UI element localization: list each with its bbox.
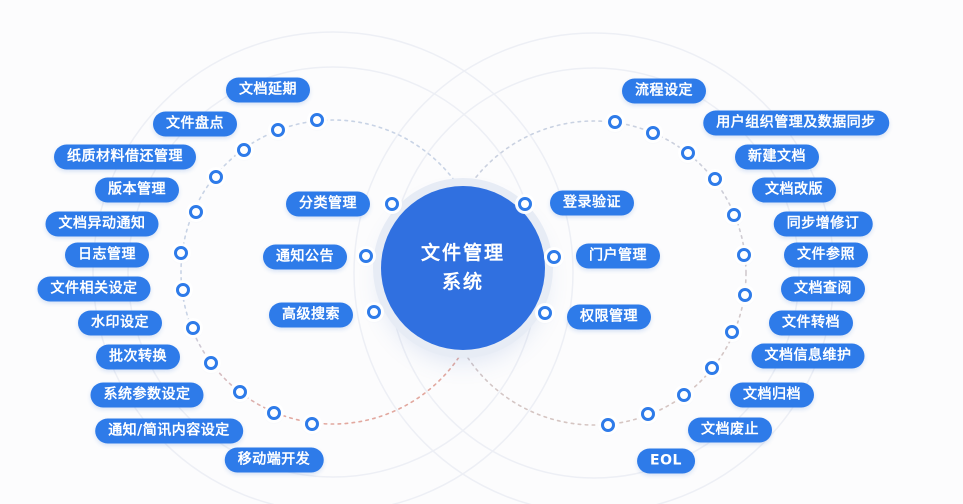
connector-node-left-circle bbox=[209, 170, 223, 184]
center-circle: 文件管理 系统 bbox=[381, 186, 545, 350]
feature-pill-right-outer: 文档改版 bbox=[752, 177, 836, 203]
feature-pill-left-outer: 文档异动通知 bbox=[45, 211, 159, 237]
connector-node-left-circle bbox=[233, 385, 247, 399]
connector-node-right-circle bbox=[705, 361, 719, 375]
feature-pill-center-left: 分类管理 bbox=[286, 191, 370, 217]
feature-pill-right-outer: 流程设定 bbox=[622, 78, 706, 104]
connector-node-left-circle bbox=[305, 417, 319, 431]
feature-pill-left-outer: 文件盘点 bbox=[153, 111, 237, 137]
connector-node-left-circle bbox=[310, 113, 324, 127]
connector-node-left-circle bbox=[174, 246, 188, 260]
connector-node-right-circle bbox=[601, 418, 615, 432]
connector-node-left-circle bbox=[189, 205, 203, 219]
connector-node-left-circle bbox=[176, 283, 190, 297]
feature-pill-left-outer: 文件相关设定 bbox=[37, 276, 151, 302]
feature-pill-left-outer: 移动端开发 bbox=[224, 447, 324, 473]
connector-node-right-circle bbox=[681, 146, 695, 160]
connector-node-right-circle bbox=[738, 288, 752, 302]
connector-node-center-left bbox=[359, 249, 373, 263]
connector-node-left-circle bbox=[204, 356, 218, 370]
feature-pill-center-right: 门户管理 bbox=[576, 243, 660, 269]
feature-pill-right-outer: 文档废止 bbox=[688, 417, 772, 443]
connector-node-left-circle bbox=[267, 406, 281, 420]
feature-pill-left-outer: 文档延期 bbox=[226, 77, 310, 103]
feature-pill-center-right: 登录验证 bbox=[550, 190, 634, 216]
feature-pill-left-outer: 批次转换 bbox=[96, 344, 180, 370]
feature-pill-right-outer: 新建文档 bbox=[735, 144, 819, 170]
feature-pill-right-outer: 文档信息维护 bbox=[751, 343, 865, 369]
connector-node-left-circle bbox=[237, 143, 251, 157]
left-faint-circle bbox=[92, 31, 574, 504]
connector-node-center-left bbox=[385, 197, 399, 211]
connector-node-left-circle bbox=[271, 123, 285, 137]
feature-pill-left-outer: 版本管理 bbox=[95, 177, 179, 203]
connector-node-right-circle bbox=[641, 407, 655, 421]
feature-pill-right-outer: 用户组织管理及数据同步 bbox=[703, 110, 889, 136]
feature-pill-center-left: 通知公告 bbox=[263, 244, 347, 270]
feature-pill-right-outer: 文档查阅 bbox=[781, 276, 865, 302]
connector-node-center-right bbox=[518, 197, 532, 211]
center-title-line2: 系统 bbox=[441, 271, 484, 293]
connector-node-center-left bbox=[367, 305, 381, 319]
feature-pill-left-outer: 通知/简讯内容设定 bbox=[95, 418, 243, 444]
feature-pill-right-outer: 文档归档 bbox=[730, 382, 814, 408]
connector-node-right-circle bbox=[737, 248, 751, 262]
connector-node-right-circle bbox=[708, 172, 722, 186]
connector-node-right-circle bbox=[608, 115, 622, 129]
connector-node-left-circle bbox=[186, 321, 200, 335]
feature-pill-left-outer: 日志管理 bbox=[65, 242, 149, 268]
feature-pill-right-outer: 文件参照 bbox=[784, 242, 868, 268]
feature-pill-left-outer: 水印设定 bbox=[78, 310, 162, 336]
connector-node-right-circle bbox=[646, 126, 660, 140]
feature-pill-left-outer: 纸质材料借还管理 bbox=[54, 144, 196, 170]
center-title-line1: 文件管理 bbox=[420, 241, 505, 264]
feature-pill-center-right: 权限管理 bbox=[567, 304, 651, 330]
feature-pill-center-left: 高级搜索 bbox=[269, 302, 353, 328]
right-faint-circle bbox=[353, 32, 835, 504]
feature-pill-right-outer: 同步增修订 bbox=[773, 211, 873, 237]
feature-pill-right-outer: 文件转档 bbox=[769, 310, 853, 336]
connector-node-right-circle bbox=[725, 325, 739, 339]
feature-pill-right-outer: EOL bbox=[637, 448, 695, 474]
connector-node-center-right bbox=[547, 250, 561, 264]
connector-node-center-right bbox=[538, 306, 552, 320]
connector-node-right-circle bbox=[677, 388, 691, 402]
connector-node-right-circle bbox=[727, 208, 741, 222]
feature-pill-left-outer: 系统参数设定 bbox=[90, 382, 204, 408]
